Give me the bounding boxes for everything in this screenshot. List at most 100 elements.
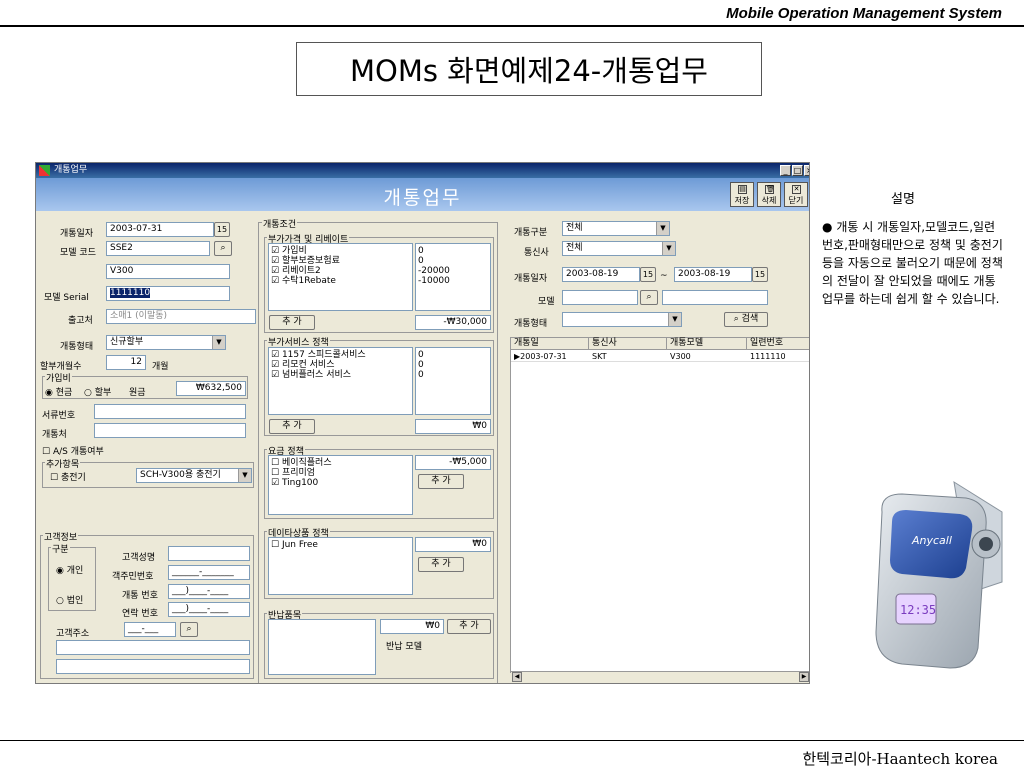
model-code-input[interactable]: SSE2 bbox=[106, 241, 210, 256]
addon-group-legend: 부가가격 및 리베이트 bbox=[267, 232, 350, 245]
address-input-1[interactable] bbox=[56, 640, 250, 655]
service-item[interactable]: ☑ 넘버플러스 서비스 bbox=[271, 370, 352, 380]
grid-header-carrier[interactable]: 통신사 bbox=[589, 338, 667, 350]
horizontal-scrollbar[interactable] bbox=[511, 671, 809, 683]
calendar-from-icon[interactable]: 15 bbox=[640, 267, 656, 282]
grid-cell: 1111110 bbox=[750, 352, 786, 361]
model-name-input[interactable]: V300 bbox=[106, 264, 230, 279]
delete-button[interactable]: 🗑삭제 bbox=[757, 182, 781, 207]
return-model-label: 반납 모델 bbox=[386, 642, 422, 652]
address-label: 고객주소 bbox=[56, 629, 90, 639]
service-total: ₩0 bbox=[415, 419, 491, 434]
grid-header-model[interactable]: 개통모델 bbox=[667, 338, 747, 350]
return-add-button[interactable]: 추 가 bbox=[447, 619, 491, 634]
data-add-button[interactable]: 추 가 bbox=[418, 557, 464, 572]
addon-add-button[interactable]: 추 가 bbox=[269, 315, 315, 330]
model-input[interactable] bbox=[562, 290, 638, 305]
corporate-radio[interactable]: ○ 법인 bbox=[56, 596, 84, 606]
data-group-legend: 데이타상품 정책 bbox=[267, 526, 330, 539]
service-item[interactable]: ☑ 1157 스피드콜서비스 bbox=[271, 350, 366, 360]
minimize-button[interactable]: _ bbox=[780, 165, 791, 176]
addon-list[interactable]: ☑ 가입비 ☑ 할부보증보험료 ☑ 리베이트2 ☑ 수탁1Rebate bbox=[268, 243, 413, 311]
warehouse-input[interactable]: 소매1 (이말동) bbox=[106, 309, 256, 324]
search-icon[interactable]: ⌕ bbox=[214, 241, 232, 256]
doc-no-input[interactable] bbox=[94, 404, 246, 419]
carrier-select[interactable]: 전체 bbox=[562, 241, 676, 256]
return-list[interactable] bbox=[268, 619, 376, 675]
cash-radio[interactable]: ◉ 현금 bbox=[45, 388, 73, 398]
maximize-button[interactable]: □ bbox=[792, 165, 803, 176]
grid-header-date[interactable]: 개통일 bbox=[511, 338, 589, 350]
addon-item[interactable]: ☑ 리베이트2 bbox=[271, 266, 321, 276]
installment-radio[interactable]: ○ 할부 bbox=[84, 388, 112, 398]
scroll-left-icon[interactable]: ◀ bbox=[512, 672, 522, 682]
form-select[interactable] bbox=[562, 312, 682, 327]
rate-add-button[interactable]: 추 가 bbox=[418, 474, 464, 489]
table-row[interactable] bbox=[511, 350, 809, 362]
rate-item[interactable]: ☑ Ting100 bbox=[271, 478, 319, 488]
service-add-button[interactable]: 추 가 bbox=[269, 419, 315, 434]
open-place-input[interactable] bbox=[94, 423, 246, 438]
fee-group-legend: 가입비 bbox=[45, 371, 72, 384]
service-item[interactable]: ☑ 리모컨 서비스 bbox=[271, 360, 335, 370]
service-value: 0 bbox=[418, 370, 424, 380]
rate-item[interactable]: ☐ 베이직플러스 bbox=[271, 458, 332, 468]
fee-group bbox=[42, 376, 248, 399]
addon-value: -10000 bbox=[418, 276, 450, 286]
phone-input[interactable]: ___)____-____ bbox=[168, 584, 250, 599]
header-divider bbox=[0, 25, 1024, 27]
open-date-input[interactable]: 2003-07-31 bbox=[106, 222, 214, 237]
open-type-select[interactable]: 신규할부 bbox=[106, 335, 226, 350]
personal-radio[interactable]: ◉ 개인 bbox=[56, 566, 84, 576]
date-tilde: ~ bbox=[660, 271, 668, 281]
doc-no-label: 서류번호 bbox=[42, 411, 76, 421]
search-button[interactable]: ⌕ 검색 bbox=[724, 312, 768, 327]
principal-input[interactable]: ₩632,500 bbox=[176, 381, 246, 396]
date-label: 개통일자 bbox=[514, 274, 548, 284]
calendar-to-icon[interactable]: 15 bbox=[752, 267, 768, 282]
model-search-icon[interactable]: ⌕ bbox=[640, 290, 658, 305]
type-label: 개통구분 bbox=[514, 228, 548, 238]
as-checkbox[interactable]: ☐ A/S 개통여부 bbox=[42, 447, 104, 457]
zip-input[interactable]: ___-___ bbox=[124, 622, 176, 637]
save-button[interactable]: ▤저장 bbox=[730, 182, 754, 207]
grid-cell: ▶2003-07-31 bbox=[514, 352, 567, 361]
addon-item[interactable]: ☑ 수탁1Rebate bbox=[271, 276, 336, 286]
addon-item[interactable]: ☑ 할부보증보험료 bbox=[271, 256, 340, 266]
result-grid[interactable] bbox=[510, 337, 809, 673]
cust-name-input[interactable] bbox=[168, 546, 250, 561]
address-input-2[interactable] bbox=[56, 659, 250, 674]
rate-item[interactable]: ☐ 프리미엄 bbox=[271, 468, 316, 478]
explanation-body: ● 개통 시 개통일자,모델코드,일련번호,판매형태만으로 정책 및 충전기 등… bbox=[822, 218, 1004, 308]
app-window: 개통업무 _ □ × 개통업무 ▤저장 🗑삭제 ✕닫기 개통일자 2003-07… bbox=[35, 162, 810, 684]
type-select[interactable]: 전체 bbox=[562, 221, 670, 236]
grid-header-serial[interactable]: 일련번호 bbox=[747, 338, 809, 350]
charger-checkbox[interactable]: ☐ 충전기 bbox=[50, 473, 86, 483]
data-item[interactable]: ☐ Jun Free bbox=[271, 540, 318, 550]
date-from-input[interactable]: 2003-08-19 bbox=[562, 267, 640, 282]
date-to-input[interactable]: 2003-08-19 bbox=[674, 267, 752, 282]
close-button[interactable]: ✕닫기 bbox=[784, 182, 808, 207]
carrier-label: 통신사 bbox=[524, 248, 549, 258]
addon-values: 0 0 -20000 -10000 bbox=[415, 243, 491, 311]
addon-item[interactable]: ☑ 가입비 bbox=[271, 246, 307, 256]
extra-group bbox=[42, 462, 254, 488]
serial-input[interactable]: 1111110 bbox=[106, 286, 230, 301]
installment-input[interactable]: 12 bbox=[106, 355, 146, 370]
form-label: 개통형태 bbox=[514, 319, 548, 329]
rate-group bbox=[264, 449, 494, 519]
contact-input[interactable]: ___)____-____ bbox=[168, 602, 250, 617]
close-window-button[interactable]: × bbox=[804, 165, 809, 176]
charger-select[interactable]: SCH-V300용 충전기 bbox=[136, 468, 252, 483]
service-list[interactable]: ☑ 1157 스피드콜서비스 ☑ 리모컨 서비스 ☑ 넘버플러스 서비스 bbox=[268, 347, 413, 415]
resident-input[interactable]: ______-_______ bbox=[168, 565, 250, 580]
data-list[interactable]: ☐ Jun Free bbox=[268, 537, 413, 595]
scroll-right-icon[interactable]: ▶ bbox=[799, 672, 809, 682]
model-name-field[interactable] bbox=[662, 290, 768, 305]
phone-label: 개통 번호 bbox=[122, 591, 158, 601]
resident-label: 객주민번호 bbox=[112, 572, 154, 582]
rate-list[interactable]: ☐ 베이직플러스 ☐ 프리미엄 ☑ Ting100 bbox=[268, 455, 413, 515]
return-group-legend: 반납품목 bbox=[267, 608, 303, 621]
calendar-icon[interactable]: 15 bbox=[214, 222, 230, 237]
address-search-icon[interactable]: ⌕ bbox=[180, 622, 198, 637]
